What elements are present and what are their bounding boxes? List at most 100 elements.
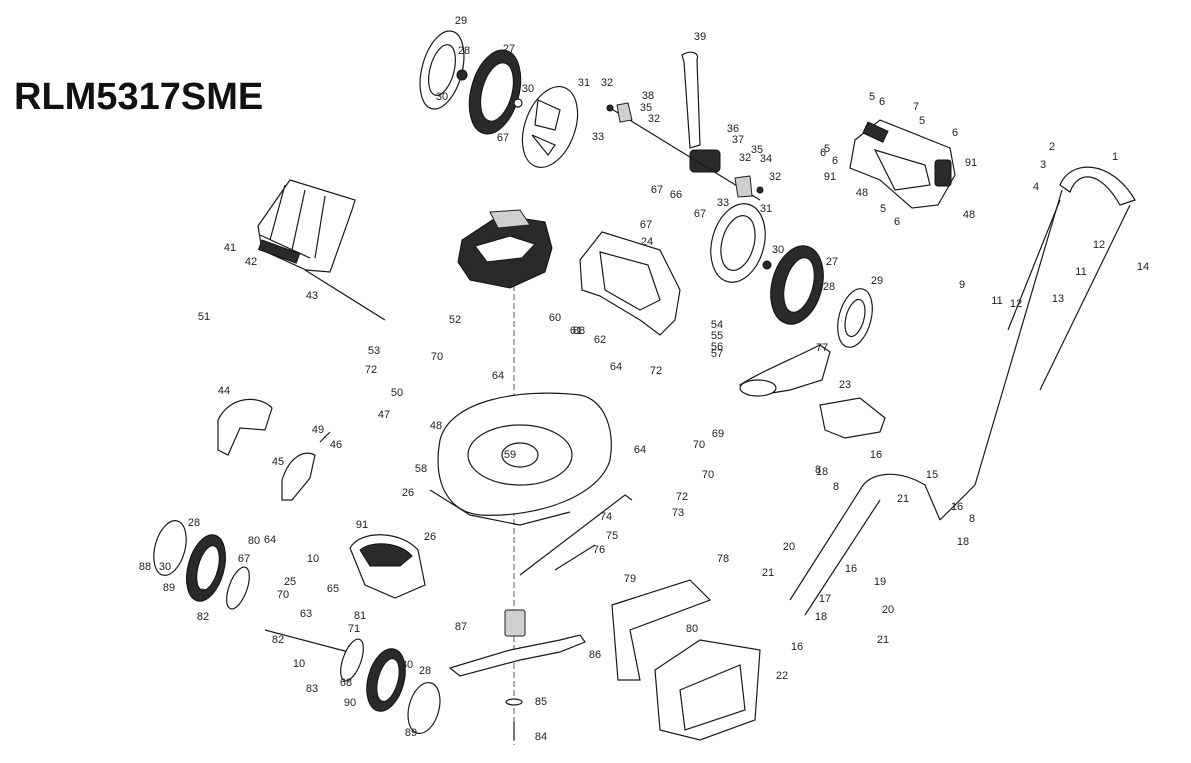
part-number-label: 30 bbox=[772, 244, 784, 256]
part-number-label: 21 bbox=[897, 493, 909, 505]
part-number-label: 33 bbox=[592, 131, 604, 143]
part-number-label: 48 bbox=[856, 187, 868, 199]
part-number-label: 82 bbox=[197, 611, 209, 623]
part-number-label: 82 bbox=[272, 634, 284, 646]
drive-gearbox-assembly bbox=[606, 51, 764, 201]
rod-73 bbox=[519, 494, 633, 576]
part-number-label: 5 bbox=[869, 91, 875, 103]
part-number-label: 91 bbox=[356, 519, 368, 531]
part-number-label: 2 bbox=[1049, 141, 1055, 153]
part-number-label: 91 bbox=[965, 157, 977, 169]
part-number-label: 27 bbox=[826, 256, 838, 268]
part-number-label: 6 bbox=[832, 155, 838, 167]
part-number-label: 28 bbox=[458, 45, 470, 57]
part-number-label: 56 bbox=[711, 341, 723, 353]
part-number-label: 62 bbox=[594, 334, 606, 346]
part-number-label: 15 bbox=[926, 469, 938, 481]
part-number-label: 28 bbox=[188, 517, 200, 529]
part-number-label: 9 bbox=[959, 279, 965, 291]
part-number-label: 70 bbox=[702, 469, 714, 481]
part-number-label: 18 bbox=[957, 536, 969, 548]
part-number-label: 64 bbox=[264, 534, 276, 546]
part-number-label: 16 bbox=[951, 501, 963, 513]
part-number-label: 32 bbox=[648, 113, 660, 125]
part-number-label: 6 bbox=[894, 216, 900, 228]
part-number-label: 64 bbox=[634, 444, 646, 456]
part-number-label: 13 bbox=[1052, 293, 1064, 305]
part-number-label: 59 bbox=[504, 449, 516, 461]
part-number-label: 26 bbox=[402, 487, 414, 499]
mulch-and-discharge-parts bbox=[738, 344, 886, 439]
part-number-label: 55 bbox=[711, 330, 723, 342]
part-number-label: 78 bbox=[717, 553, 729, 565]
part-number-label: 20 bbox=[882, 604, 894, 616]
part-number-label: 25 bbox=[284, 576, 296, 588]
part-number-label: 16 bbox=[845, 563, 857, 575]
part-number-label: 83 bbox=[306, 683, 318, 695]
part-number-label: 33 bbox=[717, 197, 729, 209]
part-number-label: 21 bbox=[762, 567, 774, 579]
front-trims bbox=[217, 398, 331, 501]
part-number-label: 44 bbox=[218, 385, 230, 397]
part-number-label: 58 bbox=[415, 463, 427, 475]
part-number-label: 88 bbox=[573, 325, 585, 337]
part-number-label: 35 bbox=[640, 102, 652, 114]
part-number-label: 52 bbox=[449, 314, 461, 326]
part-number-label: 72 bbox=[650, 365, 662, 377]
part-number-label: 32 bbox=[739, 152, 751, 164]
part-number-label: 81 bbox=[354, 610, 366, 622]
part-number-label: 30 bbox=[436, 91, 448, 103]
part-number-label: 28 bbox=[823, 281, 835, 293]
part-number-label: 91 bbox=[824, 171, 836, 183]
part-number-label: 67 bbox=[651, 184, 663, 196]
part-number-label: 19 bbox=[874, 576, 886, 588]
part-number-label: 18 bbox=[815, 611, 827, 623]
part-number-label: 35 bbox=[751, 144, 763, 156]
part-number-label: 42 bbox=[245, 256, 257, 268]
part-number-label: 53 bbox=[368, 345, 380, 357]
part-number-label: 12 bbox=[1010, 298, 1022, 310]
part-number-label: 90 bbox=[344, 697, 356, 709]
part-number-label: 73 bbox=[672, 507, 684, 519]
part-number-label: 72 bbox=[676, 491, 688, 503]
handle-frame bbox=[789, 166, 1136, 616]
part-number-label: 17 bbox=[819, 593, 831, 605]
part-number-label: 41 bbox=[224, 242, 236, 254]
part-number-label: 48 bbox=[963, 209, 975, 221]
part-number-label: 8 bbox=[815, 464, 821, 476]
part-number-label: 54 bbox=[711, 319, 723, 331]
part-number-label: 69 bbox=[712, 428, 724, 440]
part-number-label: 29 bbox=[871, 275, 883, 287]
part-number-label: 60 bbox=[549, 312, 561, 324]
part-number-label: 72 bbox=[365, 364, 377, 376]
part-number-label: 88 bbox=[139, 561, 151, 573]
part-number-label: 61 bbox=[570, 325, 582, 337]
part-number-label: 80 bbox=[248, 535, 260, 547]
part-number-label: 51 bbox=[198, 311, 210, 323]
part-number-label: 77 bbox=[816, 342, 828, 354]
part-number-label: 31 bbox=[578, 77, 590, 89]
part-number-label: 45 bbox=[272, 456, 284, 468]
part-number-label: 23 bbox=[839, 379, 851, 391]
part-number-label: 8 bbox=[833, 481, 839, 493]
part-number-label: 64 bbox=[610, 361, 622, 373]
part-number-label: 80 bbox=[686, 623, 698, 635]
part-number-label: 28 bbox=[419, 665, 431, 677]
part-number-label: 22 bbox=[776, 670, 788, 682]
part-number-label: 1 bbox=[1112, 151, 1118, 163]
part-number-label: 6 bbox=[879, 96, 885, 108]
part-number-label: 32 bbox=[601, 77, 613, 89]
engine bbox=[457, 209, 553, 289]
part-number-label: 67 bbox=[694, 208, 706, 220]
part-number-label: 47 bbox=[378, 409, 390, 421]
part-number-label: 79 bbox=[624, 573, 636, 585]
part-number-label: 18 bbox=[816, 466, 828, 478]
part-number-label: 10 bbox=[293, 658, 305, 670]
part-number-label: 48 bbox=[430, 420, 442, 432]
part-number-label: 3 bbox=[1040, 159, 1046, 171]
part-number-label: 89 bbox=[405, 727, 417, 739]
part-number-label: 70 bbox=[277, 589, 289, 601]
part-number-label: 67 bbox=[640, 219, 652, 231]
